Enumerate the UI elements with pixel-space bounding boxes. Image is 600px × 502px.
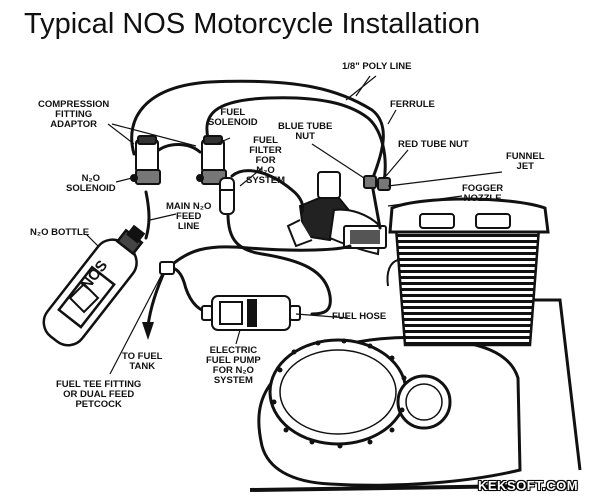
fuel-tee-fitting	[159, 261, 175, 275]
diagram-title: Typical NOS Motorcycle Installation	[24, 8, 481, 40]
label-n2o-solenoid: N₂O SOLENOID	[66, 173, 116, 194]
leader-lines	[85, 75, 503, 375]
label-compression-fitting: COMPRESSION FITTING ADAPTOR	[38, 99, 110, 130]
label-blue-tube-nut: BLUE TUBE NUT	[278, 121, 333, 142]
watermark: KEKSOFT.COM	[478, 478, 579, 493]
label-electric-fuel-pump: ELECTRIC FUEL PUMP FOR N₂O SYSTEM	[206, 345, 261, 386]
engine-cover-large	[268, 338, 408, 446]
label-to-fuel-tank: TO FUEL TANK	[122, 351, 163, 372]
label-ferrule: FERRULE	[390, 99, 435, 110]
label-red-tube-nut: RED TUBE NUT	[398, 139, 469, 150]
label-fuel-tee-fitting: FUEL TEE FITTING OR DUAL FEED PETCOCK	[56, 379, 142, 410]
label-funnel-jet: FUNNEL JET	[506, 151, 545, 172]
engine-illustration	[249, 197, 582, 492]
label-n2o-bottle: N₂O BOTTLE	[30, 227, 90, 238]
label-fuel-hose: FUEL HOSE	[332, 311, 387, 322]
fuel-tank-arrow	[142, 322, 154, 340]
nozzle-fittings	[363, 175, 391, 191]
label-fuel-solenoid: FUEL SOLENOID	[208, 107, 258, 128]
label-main-feed-line: MAIN N₂O FEED LINE	[166, 201, 212, 232]
label-poly-line: 1/8" POLY LINE	[342, 61, 412, 72]
label-fogger-nozzle: FOGGER NOZZLE	[462, 183, 504, 204]
carburetor	[286, 171, 387, 256]
n2o-bottle	[42, 224, 146, 347]
engine-cylinder	[393, 213, 542, 347]
label-fuel-filter: FUEL FILTER FOR N₂O SYSTEM	[246, 135, 286, 186]
electric-fuel-pump	[201, 295, 301, 331]
fuel-hose-line	[226, 212, 332, 316]
fuel-solenoid	[196, 135, 227, 185]
n2o-solenoid	[130, 135, 161, 185]
cover-bolts	[271, 338, 407, 449]
main-n2o-feed-line	[144, 190, 151, 240]
n2o-poly-line	[130, 79, 385, 182]
fuel-poly-line	[205, 96, 387, 184]
fuel-filter	[219, 177, 235, 215]
